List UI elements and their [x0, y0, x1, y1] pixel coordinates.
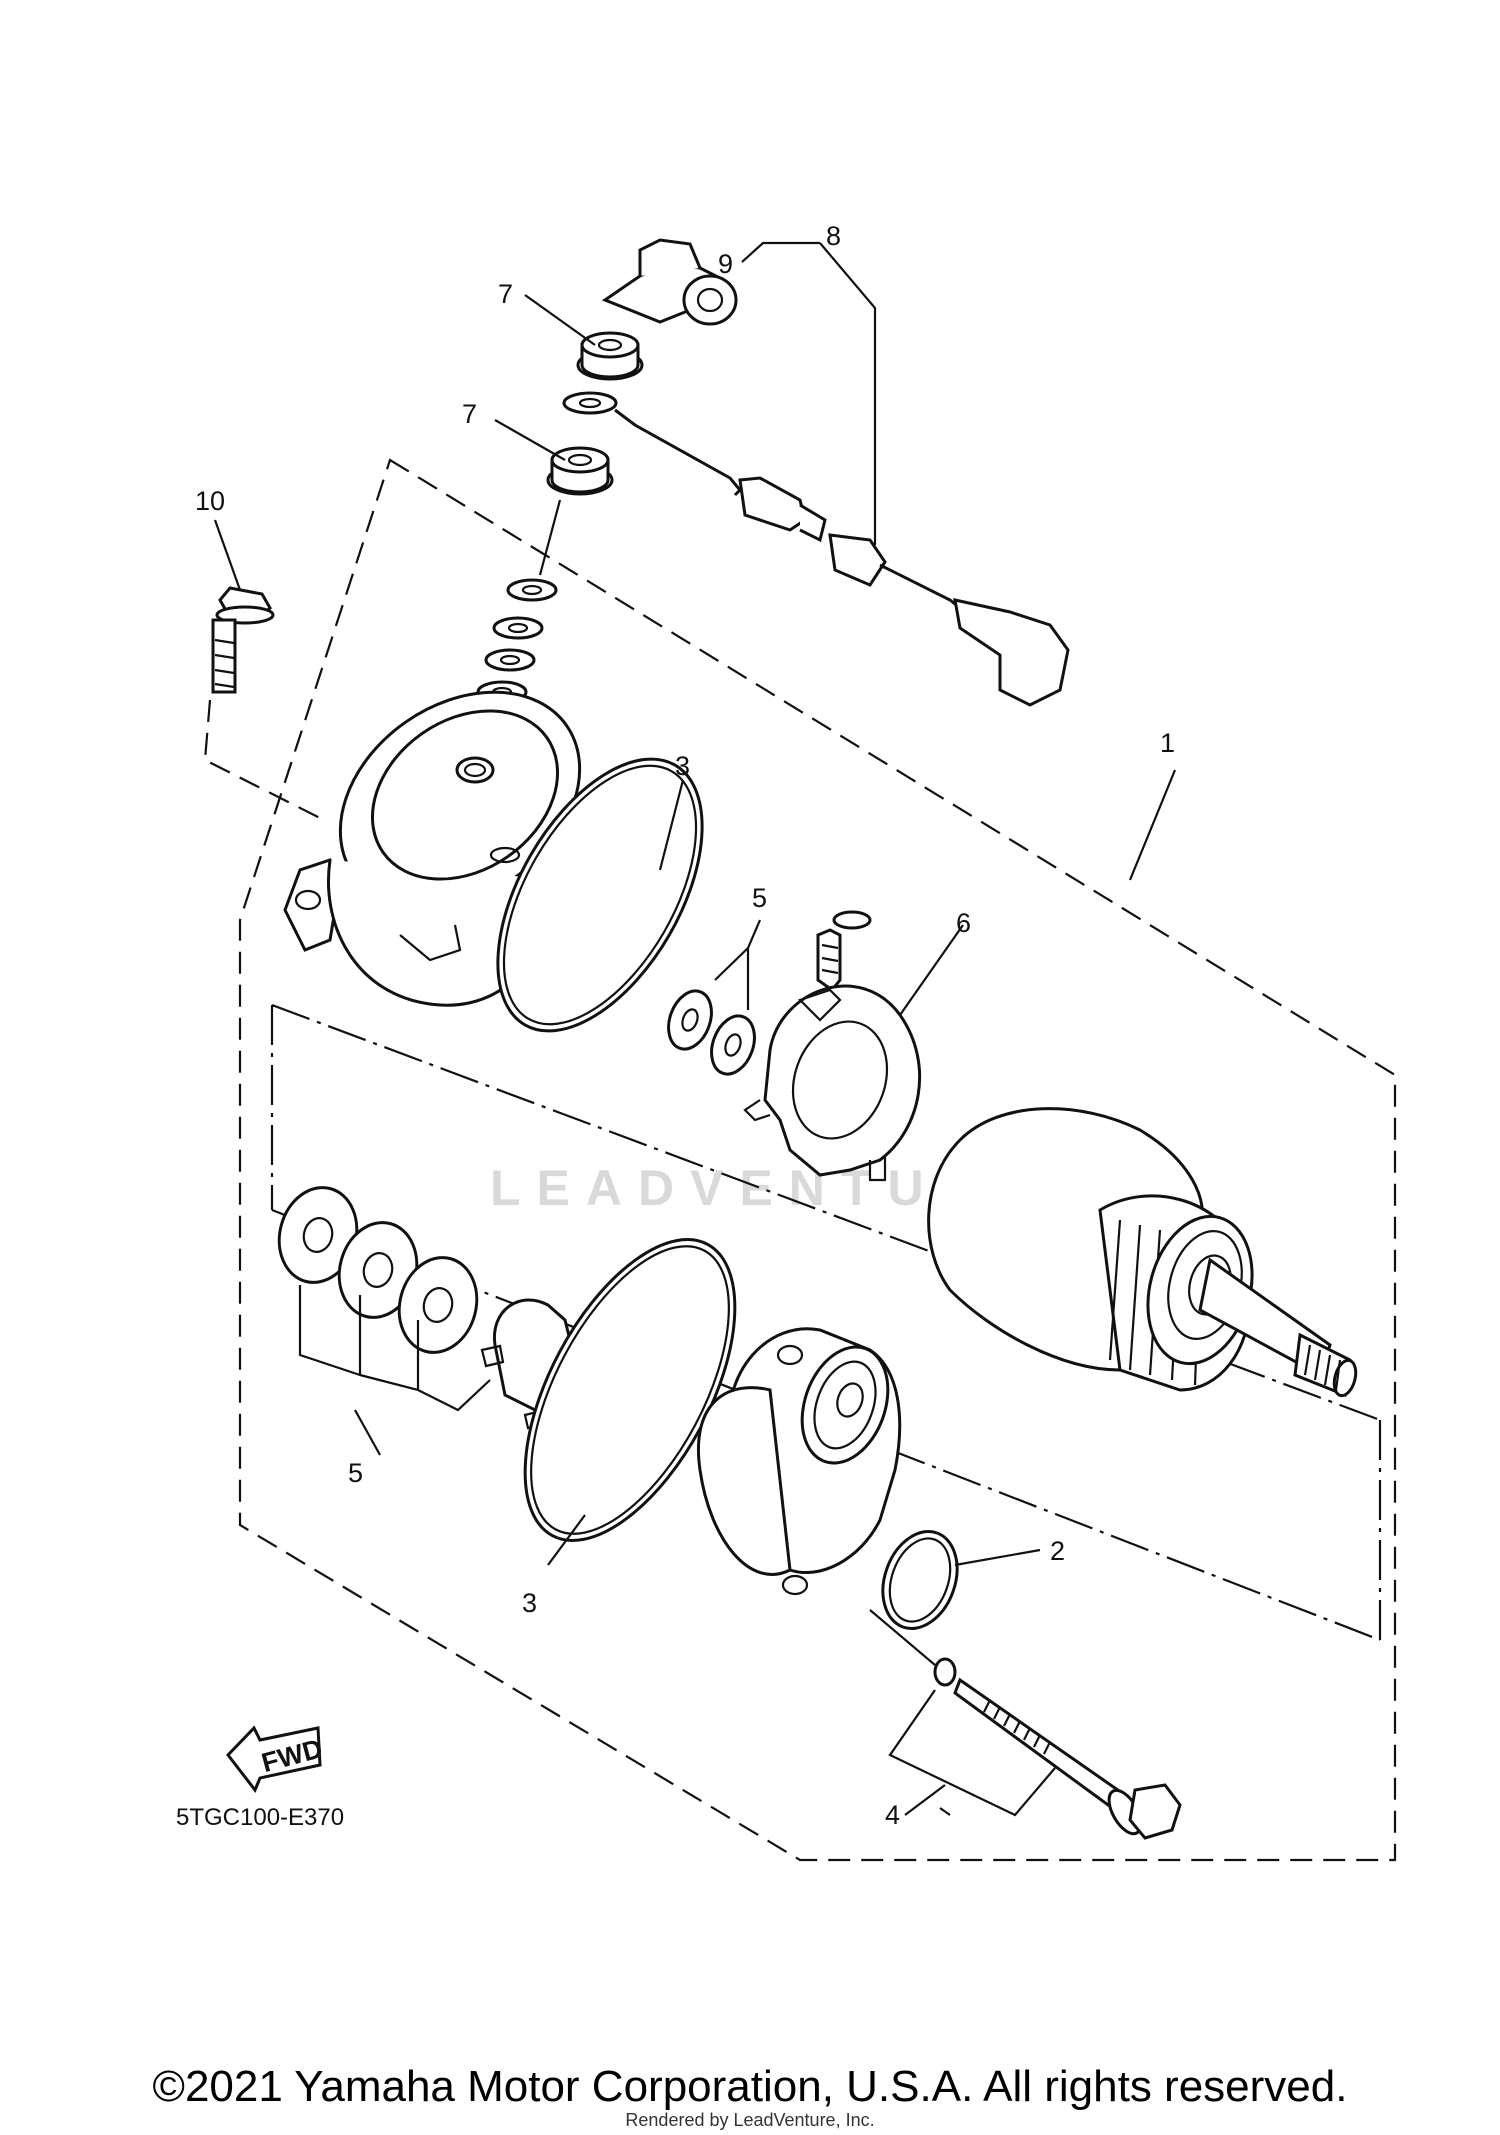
o-ring-2-inner — [888, 1537, 952, 1623]
callout-4: 4 — [885, 1800, 900, 1830]
callout-5-upper: 5 — [752, 883, 767, 913]
callout-3-lower: 3 — [522, 1588, 537, 1618]
leader-6 — [899, 924, 964, 1016]
callout-7-lower: 7 — [462, 399, 477, 429]
leader-7-upper — [524, 294, 596, 346]
leader-5-upper — [714, 919, 762, 1010]
leader-4 — [888, 1689, 1056, 1817]
leader-8 — [819, 242, 877, 545]
callout-7-upper: 7 — [498, 279, 513, 309]
leader-4-stem — [904, 1784, 946, 1816]
callout-1: 1 — [1160, 728, 1175, 758]
armature — [927, 1107, 1358, 1398]
leader-1 — [1128, 769, 1177, 881]
callout-8: 8 — [826, 221, 841, 251]
fwd-arrow-icon: FWD — [226, 1725, 326, 1793]
callout-3-upper: 3 — [675, 751, 690, 781]
leader-3-upper — [658, 779, 685, 871]
o-ring-3-upper — [496, 757, 704, 1033]
leader-7-lower — [494, 419, 566, 461]
assembly-outline — [238, 458, 1397, 1862]
leader-2 — [954, 1548, 1041, 1567]
o-ring-3-lower-inner — [530, 1245, 730, 1535]
copyright-notice: ©2021 Yamaha Motor Corporation, U.S.A. A… — [152, 2062, 1348, 2111]
rear-cover — [283, 690, 582, 1007]
front-cover — [697, 1327, 902, 1596]
bolt-axis-4 — [869, 1609, 936, 1666]
terminal-axis — [538, 499, 562, 576]
nut-7-lower — [546, 446, 614, 496]
callout-6: 6 — [956, 908, 971, 938]
callout-9: 9 — [718, 249, 733, 279]
callout-10: 10 — [195, 486, 225, 516]
lead-wire-8 — [562, 238, 1070, 707]
bolt-4 — [933, 1657, 1182, 1840]
callout-5-lower: 5 — [348, 1458, 363, 1488]
washers-5-lower — [277, 1186, 585, 1430]
leader-5-lower-stem — [354, 1409, 381, 1456]
armature-group-outline — [270, 1003, 1382, 1642]
o-ring-3-upper-inner — [502, 764, 698, 1026]
leader-5-lower — [298, 1285, 491, 1412]
leader-3-lower — [547, 1514, 586, 1566]
diagram-code: 5TGC100-E370 — [176, 1804, 345, 1831]
bolt-10-axis — [203, 699, 321, 819]
leader-10 — [213, 519, 242, 591]
nut-7-upper — [576, 331, 644, 381]
rendered-by-credit: Rendered by LeadVenture, Inc. — [625, 2110, 875, 2130]
leader-9-8 — [741, 241, 820, 263]
washers-5-upper — [667, 989, 756, 1076]
bolt-10 — [211, 586, 275, 694]
brush-holder-6 — [743, 910, 922, 1182]
terminal-washers — [476, 578, 558, 704]
callout-2: 2 — [1050, 1536, 1065, 1566]
